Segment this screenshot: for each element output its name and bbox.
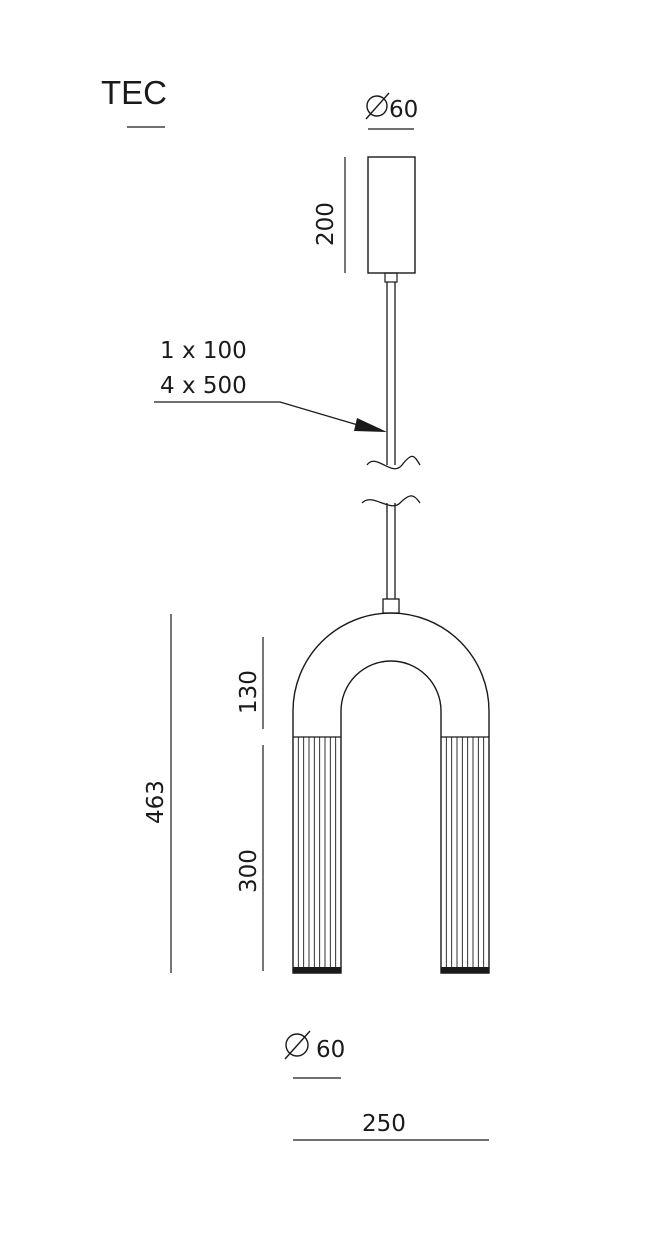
cable-lower [386,503,396,599]
break-icon [366,455,421,470]
tube-height-value: 300 [236,849,262,893]
width-value: 250 [362,1111,406,1137]
diameter-icon [365,92,390,120]
diameter-icon [284,1030,311,1060]
canopy-diameter-label: 60 [365,92,418,123]
left-tube-flutes [297,737,337,967]
canopy-diameter-value: 60 [389,97,418,123]
total-height-value: 463 [143,780,169,824]
u-shaped-lamp-body [292,612,490,974]
cable-spec-line-2: 4 x 500 [160,373,247,399]
canopy [367,156,416,274]
cable-upper [386,282,396,465]
tube-diameter-value: 60 [316,1037,345,1063]
left-tube-base [293,967,341,973]
canopy-height-value: 200 [313,202,339,246]
cable-spec-line-1: 1 x 100 [160,338,247,364]
product-title: TEC [101,74,167,111]
arrow-icon [354,418,387,432]
canopy-connector [384,272,398,283]
cable-leader-line [154,401,369,429]
break-icon [361,495,421,507]
tube-diameter-label: 60 [284,1030,345,1063]
right-tube-base [441,967,489,973]
arch-connector [382,598,400,614]
arc-height-value: 130 [236,670,262,714]
right-tube-flutes [445,737,485,967]
